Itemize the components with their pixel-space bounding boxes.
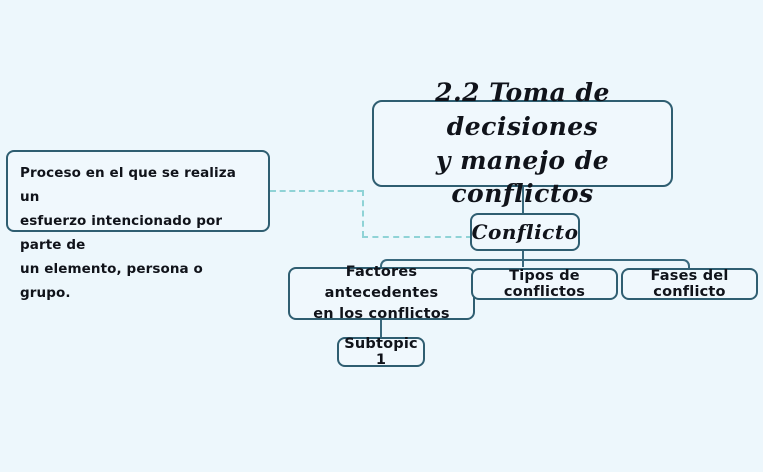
- branch-node-factores-antecedentes[interactable]: Factores antecedentes en los conflictos: [288, 264, 475, 322]
- branch-label-fases: Fases del conflicto: [650, 268, 729, 300]
- central-topic-node-conflicto[interactable]: Conflicto: [470, 213, 580, 251]
- connector-branch-bracket: [380, 259, 690, 269]
- note-box[interactable]: Proceso en el que se realiza un esfuerzo …: [6, 150, 270, 301]
- subtopic-node-1[interactable]: Subtopic 1: [337, 336, 425, 368]
- connector-conflicto-stem: [522, 250, 524, 267]
- note-line-1: Proceso en el que se realiza un: [20, 165, 236, 206]
- branch-node-tipos-de-conflictos[interactable]: Tipos de conflictos: [471, 268, 618, 300]
- branch-factores-line-1: Factores antecedentes: [324, 263, 439, 301]
- connector-root-to-conflicto: [522, 186, 524, 214]
- note-line-3: un elemento, persona o grupo.: [20, 261, 203, 302]
- note-connector-segment-vertical: [362, 190, 364, 237]
- note-text: Proceso en el que se realiza un esfuerzo …: [20, 161, 256, 305]
- branch-node-fases-del-conflicto[interactable]: Fases del conflicto: [621, 268, 758, 300]
- note-connector-segment-horizontal-right: [362, 236, 472, 238]
- subtopic-label-1: Subtopic 1: [344, 336, 418, 368]
- branch-label-tipos: Tipos de conflictos: [503, 268, 586, 300]
- root-topic-line-2: y manejo de conflictos: [435, 145, 610, 209]
- central-topic-label: Conflicto: [471, 220, 579, 244]
- note-line-2: esfuerzo intencionado por parte de: [20, 213, 223, 254]
- note-connector-segment-horizontal-left: [270, 190, 363, 192]
- branch-label-factores: Factores antecedentes en los conflictos: [290, 262, 473, 325]
- root-topic-line-1: 2.2 Toma de decisiones: [435, 78, 610, 141]
- connector-factores-to-subtopic: [380, 319, 382, 338]
- branch-factores-line-2: en los conflictos: [313, 306, 450, 323]
